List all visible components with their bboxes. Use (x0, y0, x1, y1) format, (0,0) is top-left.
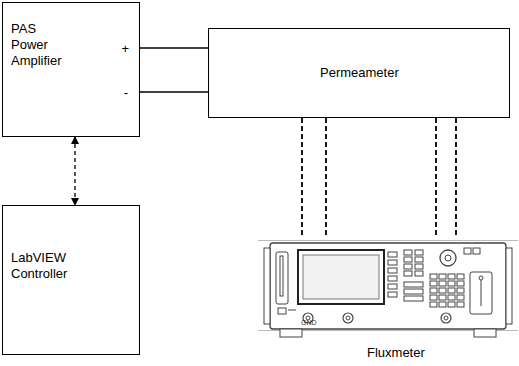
display-screen (298, 250, 384, 304)
input-jack (441, 313, 451, 323)
key (457, 302, 464, 307)
permeameter-box: Permeameter (208, 28, 510, 118)
key (473, 248, 480, 254)
softkey (388, 284, 397, 289)
box-label: Permeameter (320, 65, 399, 81)
rotary-knob (445, 255, 451, 261)
side-handle (264, 248, 270, 324)
key (448, 274, 455, 279)
key (439, 295, 446, 300)
key (448, 281, 455, 286)
front-handle (470, 272, 492, 314)
key (415, 264, 423, 269)
key (404, 296, 423, 301)
key (448, 295, 455, 300)
key (439, 302, 446, 307)
softkey (388, 252, 397, 257)
box-label: PAS Power Amplifier (11, 21, 67, 69)
key (415, 271, 423, 276)
drive-slot (276, 252, 288, 304)
foot (474, 329, 496, 337)
input-jack (343, 313, 353, 323)
input-jack (346, 316, 350, 320)
key (404, 271, 412, 276)
softkey (388, 292, 397, 297)
shelf-line (258, 240, 518, 241)
panel-mark (288, 310, 296, 311)
drive-slot (280, 256, 283, 296)
dashed-connector (74, 137, 75, 205)
front-handle (479, 276, 483, 280)
key (430, 281, 437, 286)
key (457, 295, 464, 300)
power-button (278, 308, 286, 314)
wire (140, 47, 208, 48)
fluxmeter-illustration (258, 238, 518, 346)
key (430, 274, 437, 279)
foot (280, 329, 302, 337)
amplifier-box: PAS Power Amplifier + - (2, 2, 140, 137)
key (439, 274, 446, 279)
terminal-sign: - (124, 85, 128, 101)
box-label: LabVIEW Controller (11, 250, 77, 282)
key (430, 302, 437, 307)
dashed-connector (435, 118, 437, 238)
instrument-body (270, 243, 506, 329)
input-jack (444, 316, 448, 320)
side-handle (506, 248, 512, 324)
key (448, 302, 455, 307)
key (430, 288, 437, 293)
wire (140, 91, 208, 92)
key (404, 264, 412, 269)
key (439, 281, 446, 286)
key (415, 250, 423, 255)
key (457, 274, 464, 279)
key (404, 250, 412, 255)
dashed-connector (455, 118, 457, 238)
softkey (388, 276, 397, 281)
key (430, 295, 437, 300)
front-handle (481, 280, 482, 306)
key (404, 289, 423, 294)
key (404, 282, 423, 287)
instrument-label: Fluxmeter (367, 345, 425, 361)
key (457, 281, 464, 286)
key (448, 288, 455, 293)
dashed-connector (301, 118, 303, 238)
rotary-knob (440, 250, 456, 266)
port-label: GND (301, 319, 317, 327)
key (457, 288, 464, 293)
dashed-connector (325, 118, 327, 238)
softkey (388, 268, 397, 273)
key (415, 257, 423, 262)
fluxmeter-instrument: Fluxmeter GND (258, 238, 518, 364)
terminal-sign: + (121, 41, 129, 57)
key (404, 257, 412, 262)
key (439, 288, 446, 293)
controller-box: LabVIEW Controller (2, 205, 140, 355)
key (464, 248, 471, 254)
softkey (388, 260, 397, 265)
display-screen (303, 255, 379, 299)
